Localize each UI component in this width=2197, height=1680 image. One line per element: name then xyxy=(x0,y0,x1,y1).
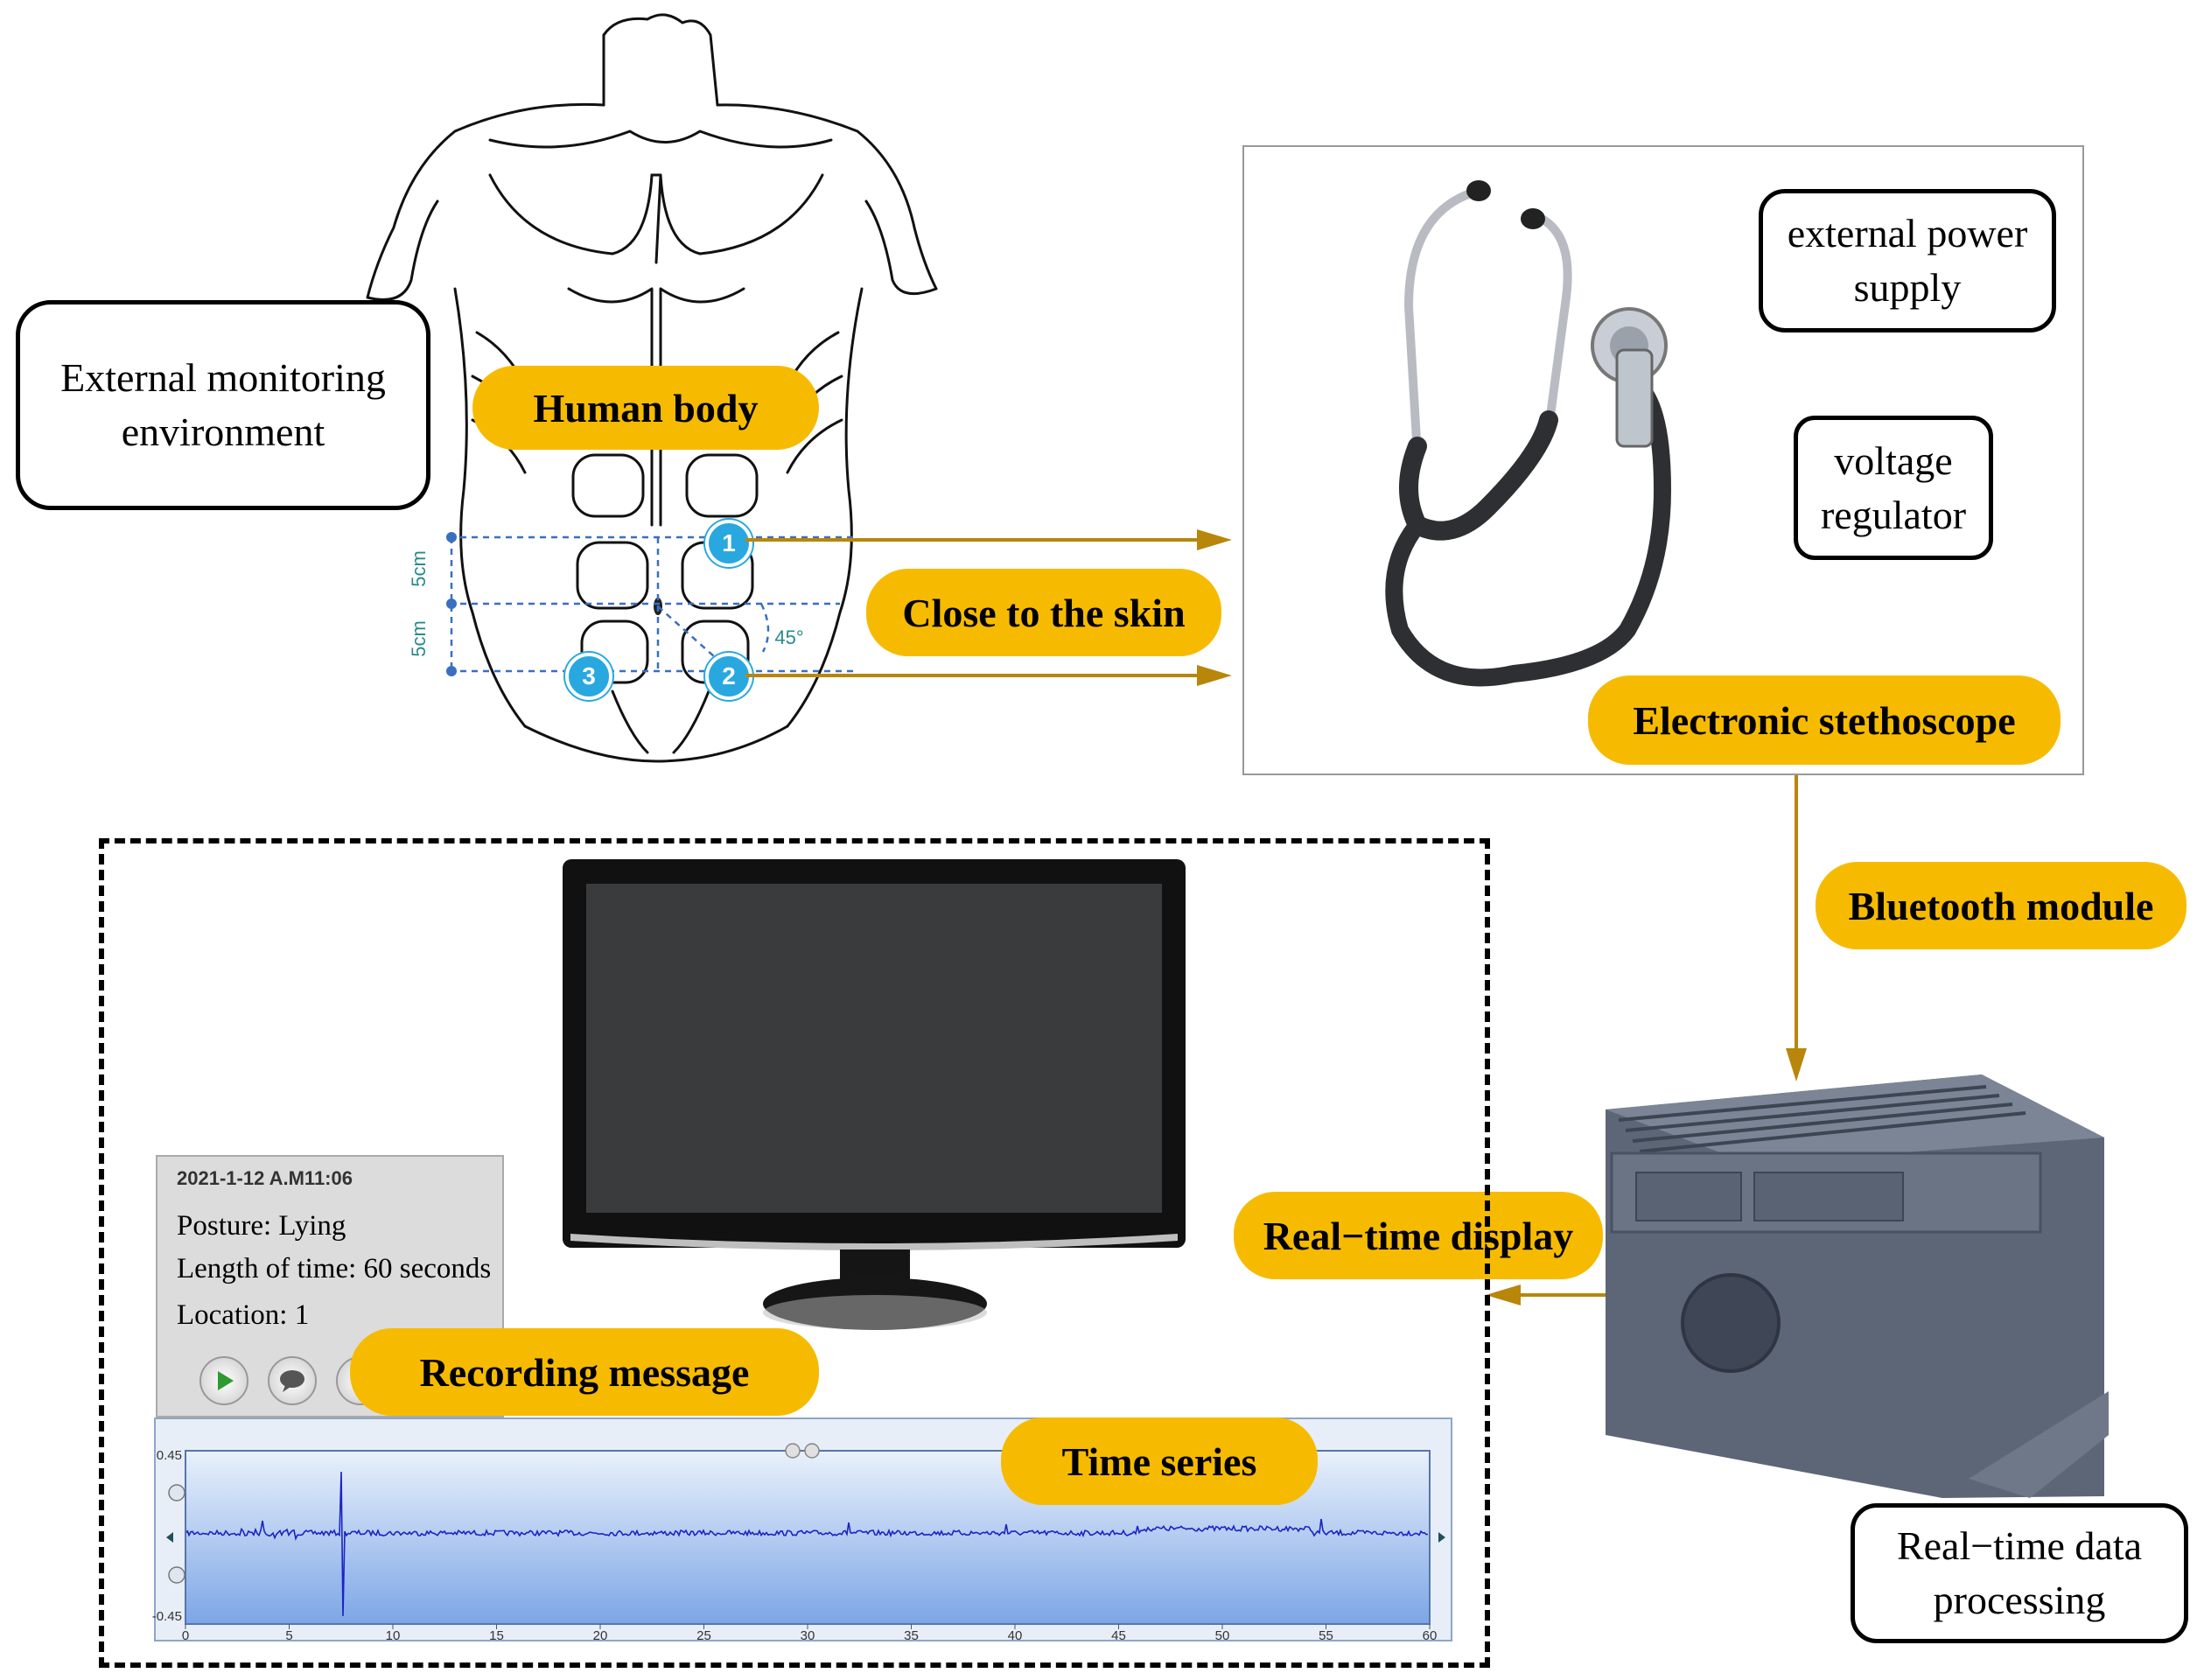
recording-message-pill: Recording message xyxy=(350,1328,819,1416)
x-tick-label: 45 xyxy=(1111,1628,1126,1643)
x-tick-label: 50 xyxy=(1215,1628,1230,1643)
bluetooth-module-pill: Bluetooth module xyxy=(1816,862,2187,949)
display-dashed-frame xyxy=(99,838,1490,1668)
realtime-processing-box: Real−time data processing xyxy=(1851,1503,2188,1643)
dim-bottom-label: 5cm xyxy=(408,620,430,657)
comment-button[interactable] xyxy=(268,1356,317,1405)
arrow-point2-to-stethoscope xyxy=(745,665,1232,686)
zoom-in-icon[interactable] xyxy=(168,1484,185,1502)
x-tick-label: 5 xyxy=(285,1628,292,1643)
play-button[interactable] xyxy=(199,1356,248,1405)
power-supply-box: external power supply xyxy=(1759,189,2056,332)
recording-posture: Posture: Lying xyxy=(177,1210,346,1242)
x-tick-label: 35 xyxy=(904,1628,919,1643)
x-tick-label: 0 xyxy=(182,1628,189,1643)
x-tick-label: 15 xyxy=(489,1628,504,1643)
close-to-skin-pill: Close to the skin xyxy=(866,569,1221,656)
arrow-processor-to-display xyxy=(1486,1284,1608,1306)
x-tick-label: 55 xyxy=(1319,1628,1333,1643)
arrow-stethoscope-to-processor xyxy=(1786,770,1807,1082)
realtime-display-pill: Real−time display xyxy=(1234,1192,1603,1279)
external-monitoring-box: External monitoring environment xyxy=(16,300,430,510)
time-series-pill: Time series xyxy=(1001,1418,1318,1505)
speech-bubble-icon xyxy=(280,1370,304,1392)
recording-location: Location: 1 xyxy=(177,1299,310,1331)
x-tick-label: 60 xyxy=(1423,1628,1438,1643)
time-series-waveform xyxy=(186,1471,1429,1617)
y-min-label: -0.45 xyxy=(152,1609,182,1624)
x-tick-label: 30 xyxy=(801,1628,815,1643)
x-tick-label: 20 xyxy=(593,1628,608,1643)
range-handle-left[interactable] xyxy=(785,1443,801,1459)
human-body-pill: Human body xyxy=(472,366,819,450)
dim-top-label: 5cm xyxy=(408,550,430,587)
x-tick-label: 10 xyxy=(386,1628,401,1643)
x-tick-labels: 0 5 10 15 20 25 30 35 40 45 50 55 60 xyxy=(182,1624,1438,1643)
marker-point-2: 2 xyxy=(705,653,752,700)
marker-point-3: 3 xyxy=(565,653,612,700)
play-icon xyxy=(218,1371,234,1390)
zoom-out-icon[interactable] xyxy=(168,1566,185,1584)
scroll-right-icon[interactable] xyxy=(1438,1532,1445,1543)
x-tick-label: 40 xyxy=(1008,1628,1023,1643)
y-max-label: 0.45 xyxy=(157,1448,182,1463)
angle-label: 45° xyxy=(774,626,803,648)
recording-length: Length of time: 60 seconds xyxy=(177,1253,492,1284)
marker-point-1: 1 xyxy=(705,520,752,567)
voltage-regulator-box: voltage regulator xyxy=(1794,416,1993,560)
scroll-left-icon[interactable] xyxy=(166,1532,173,1543)
range-handle-right[interactable] xyxy=(804,1443,820,1459)
recording-datetime: 2021-1-12 A.M11:06 xyxy=(177,1167,353,1189)
electronic-stethoscope-pill: Electronic stethoscope xyxy=(1588,676,2061,765)
x-tick-label: 25 xyxy=(696,1628,711,1643)
arrow-point1-to-stethoscope xyxy=(745,529,1232,550)
